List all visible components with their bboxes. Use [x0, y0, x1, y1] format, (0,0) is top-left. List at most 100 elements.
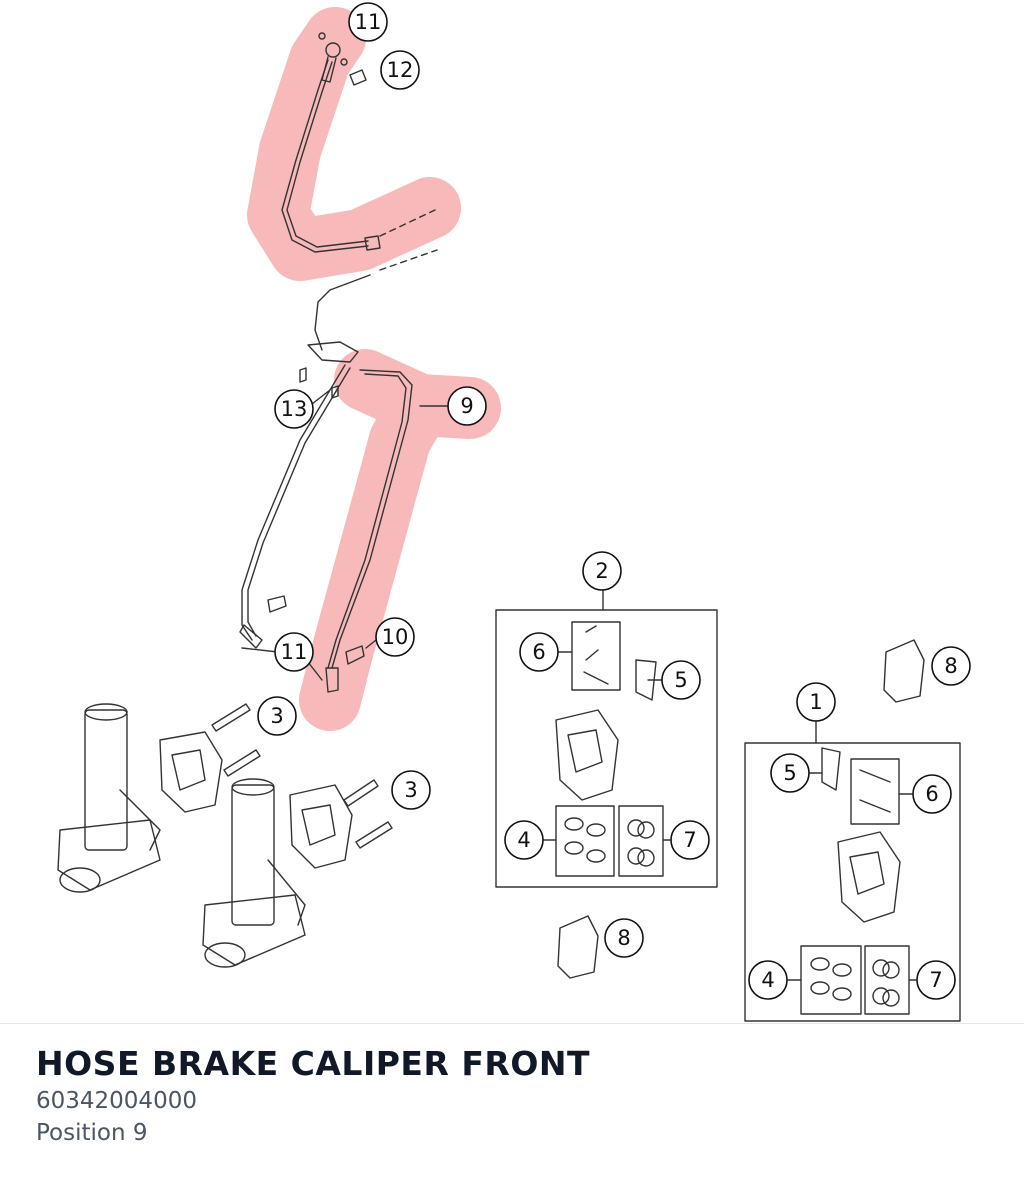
seal-set-7-box-a	[618, 805, 664, 877]
seals-7-a	[627, 819, 655, 867]
caliper-right-fork	[289, 784, 353, 869]
pistons-4-b	[810, 957, 852, 1001]
clip-5-a	[635, 659, 657, 701]
callout-label-11-top: 11	[355, 10, 382, 34]
callout-label-8-lower: 8	[617, 926, 630, 950]
callout-label-5-a: 5	[674, 668, 687, 692]
pins-6-a	[583, 625, 609, 685]
callout-9[interactable]	[447, 386, 487, 426]
bleeder-10-b	[345, 645, 365, 665]
highlight-position-9	[247, 7, 501, 731]
callout-3-a[interactable]	[257, 696, 297, 736]
fork-leg-right	[202, 778, 306, 968]
steel-brake-line	[314, 274, 371, 351]
banjo-fitting-top	[325, 42, 341, 58]
callout-label-6-b: 6	[925, 782, 938, 806]
leader-13	[311, 389, 331, 405]
pins-6-b	[859, 769, 891, 813]
callout-label-4-a: 4	[517, 828, 530, 852]
callout-label-9: 9	[460, 394, 473, 418]
callout-label-10: 10	[382, 625, 409, 649]
part-position: Position 9	[36, 1120, 148, 1146]
cut-line-top	[379, 209, 436, 237]
bleeder-10-a	[267, 595, 287, 613]
hose-right-line	[331, 369, 413, 669]
part-title: HOSE BRAKE CALIPER FRONT	[36, 1044, 591, 1083]
brake-pad-8-upper	[883, 639, 925, 703]
bleeder-13-b	[331, 385, 339, 399]
seals-7-b	[872, 959, 900, 1007]
callout-10[interactable]	[375, 617, 415, 657]
piston-set-4-box-b	[800, 945, 862, 1015]
hose-left-line-inner	[247, 367, 351, 637]
distributor-bracket	[307, 341, 359, 363]
callout-8-upper[interactable]	[931, 646, 971, 686]
caliper-kit-1-box	[744, 742, 961, 1022]
cut-line-bottom	[379, 249, 438, 271]
hose-right-line-inner	[327, 373, 407, 669]
callout-2[interactable]	[582, 551, 622, 591]
banjo-lower-left	[239, 624, 263, 649]
caliper-left-fork	[159, 731, 223, 813]
callout-7-b[interactable]	[916, 960, 956, 1000]
callout-11-top[interactable]	[348, 2, 388, 42]
washer-11-a	[318, 32, 326, 40]
callout-label-11-lower: 11	[281, 640, 308, 664]
callout-6-b[interactable]	[912, 774, 952, 814]
leader-10	[365, 639, 377, 649]
exploded-parts-diagram: 11 12 13 9 10 11 3 3 2 6 5 4 7 8 8 1 5 6…	[57, 2, 971, 1022]
callout-4-a[interactable]	[504, 820, 544, 860]
callout-13[interactable]	[274, 389, 314, 429]
caliper-bolt-3-d	[355, 821, 393, 849]
part-number: 60342004000	[36, 1088, 197, 1114]
callout-5-b[interactable]	[770, 753, 810, 793]
pin-set-6-box-a	[571, 621, 621, 691]
callout-12[interactable]	[380, 50, 420, 90]
clip-5-b	[821, 747, 841, 791]
callout-label-7-a: 7	[683, 828, 696, 852]
pistons-4-a	[564, 817, 606, 863]
hose-left-line	[241, 364, 346, 641]
upper-brake-hose-inner	[286, 61, 369, 248]
upper-hose-fitting	[364, 235, 381, 251]
callout-label-12: 12	[387, 58, 414, 82]
piston-set-4-box-a	[555, 805, 615, 877]
pin-set-6-box-b	[850, 758, 900, 825]
callout-label-3-b: 3	[404, 778, 417, 802]
leader-11-lower-left	[241, 647, 279, 653]
callout-6-a[interactable]	[519, 632, 559, 672]
caliper-bolt-3-b	[223, 749, 261, 777]
bleeder-13-a	[299, 367, 307, 383]
leader-11-lower-right	[307, 661, 323, 681]
callout-label-4-b: 4	[761, 968, 774, 992]
callouts	[257, 2, 971, 1000]
callout-label-6-a: 6	[532, 640, 545, 664]
callout-4-b[interactable]	[748, 960, 788, 1000]
callout-3-b[interactable]	[391, 770, 431, 810]
banjo-bolt-12	[349, 69, 367, 86]
callout-label-2: 2	[595, 559, 608, 583]
caliper-1	[837, 831, 901, 923]
washer-11-b	[340, 58, 348, 66]
callout-label-3-a: 3	[270, 704, 283, 728]
caliper-2	[555, 709, 619, 801]
callout-7-a[interactable]	[670, 820, 710, 860]
callout-8-lower[interactable]	[604, 918, 644, 958]
callout-11-lower[interactable]	[274, 632, 314, 672]
callout-5-a[interactable]	[661, 660, 701, 700]
callout-label-13: 13	[281, 397, 308, 421]
divider	[0, 1023, 1024, 1024]
caliper-kit-2-box	[495, 609, 718, 888]
callout-label-5-b: 5	[783, 761, 796, 785]
caliper-bolt-3-c	[343, 779, 379, 807]
fork-leg-left	[57, 703, 161, 893]
caliper-bolt-3-a	[211, 703, 251, 732]
seal-set-7-box-b	[864, 945, 910, 1015]
callout-1[interactable]	[796, 682, 836, 722]
callout-label-8-upper: 8	[944, 654, 957, 678]
upper-brake-hose	[281, 59, 369, 253]
brake-pad-8-lower	[557, 915, 599, 979]
highlight-upper-hose	[247, 7, 461, 281]
callout-label-7-b: 7	[929, 968, 942, 992]
callout-label-1: 1	[809, 690, 822, 714]
